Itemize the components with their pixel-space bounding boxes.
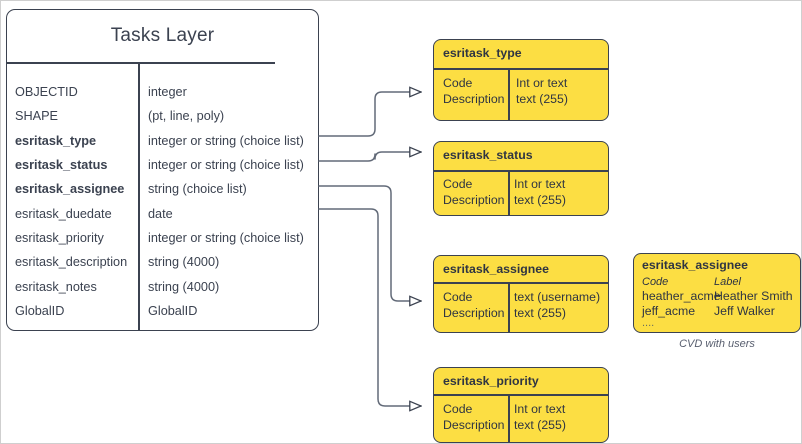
- entity-title: Tasks Layer: [110, 25, 215, 46]
- connector-esritask-assignee: [318, 185, 421, 301]
- field-type: string (4000): [148, 255, 220, 270]
- entity-field-list: OBJECTID integer SHAPE (pt, line, poly) …: [7, 80, 318, 323]
- field-name: esritask_notes: [15, 279, 97, 294]
- table-row[interactable]: GlobalID GlobalID: [7, 299, 318, 323]
- domain-title: esritask_status: [443, 148, 533, 162]
- field-type: string (4000): [148, 279, 220, 294]
- cvd-header-label: Label: [714, 276, 741, 288]
- table-row[interactable]: esritask_assignee string (choice list): [7, 177, 318, 201]
- field-type: integer or string (choice list): [148, 133, 304, 148]
- domain-left-col-line-1: Code: [443, 290, 473, 304]
- domain-column-divider: [508, 68, 510, 120]
- table-row[interactable]: SHAPE (pt, line, poly): [7, 104, 318, 128]
- domain-left-col-line-2: Description: [443, 193, 505, 207]
- domain-box-esritask-status[interactable]: esritask_status Code Description Int or …: [433, 141, 609, 216]
- cvd-row-ellipsis: ....: [642, 317, 655, 329]
- domain-left-col-line-1: Code: [443, 177, 473, 191]
- table-row[interactable]: esritask_notes string (4000): [7, 274, 318, 298]
- entity-header-divider: [7, 62, 275, 64]
- domain-column-divider: [508, 282, 510, 332]
- field-type: integer or string (choice list): [148, 158, 304, 173]
- table-row[interactable]: OBJECTID integer: [7, 80, 318, 104]
- cvd-row-code: heather_acme: [642, 289, 721, 303]
- field-name: OBJECTID: [15, 85, 78, 100]
- domain-column-divider: [508, 170, 510, 215]
- entity-tasks-layer[interactable]: Tasks Layer OBJECTID integer SHAPE (pt, …: [6, 9, 319, 331]
- domain-right-col-line-1: text (username): [514, 290, 601, 304]
- domain-header-divider: [434, 282, 608, 284]
- entity-column-divider: [138, 62, 140, 330]
- cvd-caption: CVD with users: [679, 338, 755, 350]
- domain-header-divider: [434, 68, 608, 70]
- domain-left-col-line-1: Code: [443, 76, 473, 90]
- field-type: integer: [148, 85, 187, 100]
- domain-box-esritask-priority[interactable]: esritask_priority Code Description Int o…: [433, 367, 609, 443]
- connector-esritask-type: [318, 92, 421, 137]
- connector-esritask-priority: [318, 208, 421, 406]
- field-type: GlobalID: [148, 303, 198, 318]
- table-row[interactable]: esritask_priority integer or string (cho…: [7, 226, 318, 250]
- table-row[interactable]: esritask_duedate date: [7, 201, 318, 225]
- domain-title: esritask_priority: [443, 374, 539, 388]
- domain-title: esritask_assignee: [443, 262, 549, 276]
- field-name: esritask_duedate: [15, 206, 112, 221]
- cvd-box-esritask-assignee[interactable]: esritask_assignee Code Label heather_acm…: [633, 253, 801, 333]
- domain-right-col-line-1: Int or text: [514, 402, 566, 416]
- domain-left-col-line-2: Description: [443, 306, 505, 320]
- field-name: esritask_assignee: [15, 182, 125, 197]
- table-row[interactable]: esritask_status integer or string (choic…: [7, 153, 318, 177]
- domain-header-divider: [434, 394, 608, 396]
- domain-box-esritask-assignee[interactable]: esritask_assignee Code Description text …: [433, 255, 609, 333]
- table-row[interactable]: esritask_description string (4000): [7, 250, 318, 274]
- table-row[interactable]: esritask_type integer or string (choice …: [7, 129, 318, 153]
- cvd-header-code: Code: [642, 276, 669, 288]
- field-type: string (choice list): [148, 182, 247, 197]
- domain-right-col-line-1: Int or text: [516, 76, 568, 90]
- domain-right-col-line-2: text (255): [516, 92, 568, 106]
- connector-esritask-status: [318, 152, 421, 162]
- domain-left-col-line-2: Description: [443, 418, 505, 432]
- domain-right-col-line-2: text (255): [514, 418, 566, 432]
- domain-right-col-line-1: Int or text: [514, 177, 566, 191]
- cvd-title: esritask_assignee: [642, 258, 748, 272]
- domain-right-col-line-2: text (255): [514, 193, 566, 207]
- field-name: SHAPE: [15, 109, 59, 124]
- domain-left-col-line-1: Code: [443, 402, 473, 416]
- field-name: esritask_type: [15, 133, 97, 148]
- field-type: (pt, line, poly): [148, 109, 225, 124]
- cvd-row-label: Jeff Walker: [714, 304, 775, 318]
- field-name: esritask_description: [15, 255, 128, 270]
- cvd-row-label: Heather Smith: [714, 289, 793, 303]
- domain-box-esritask-type[interactable]: esritask_type Code Description Int or te…: [433, 39, 609, 121]
- domain-header-divider: [434, 170, 608, 172]
- domain-column-divider: [508, 394, 510, 442]
- field-name: esritask_priority: [15, 230, 104, 245]
- domain-left-col-line-2: Description: [443, 92, 505, 106]
- field-type: integer or string (choice list): [148, 230, 304, 245]
- field-name: esritask_status: [15, 158, 108, 173]
- domain-right-col-line-2: text (255): [514, 306, 566, 320]
- cvd-row-code: jeff_acme: [642, 304, 696, 318]
- domain-title: esritask_type: [443, 46, 522, 60]
- field-type: date: [148, 206, 173, 221]
- field-name: GlobalID: [15, 303, 65, 318]
